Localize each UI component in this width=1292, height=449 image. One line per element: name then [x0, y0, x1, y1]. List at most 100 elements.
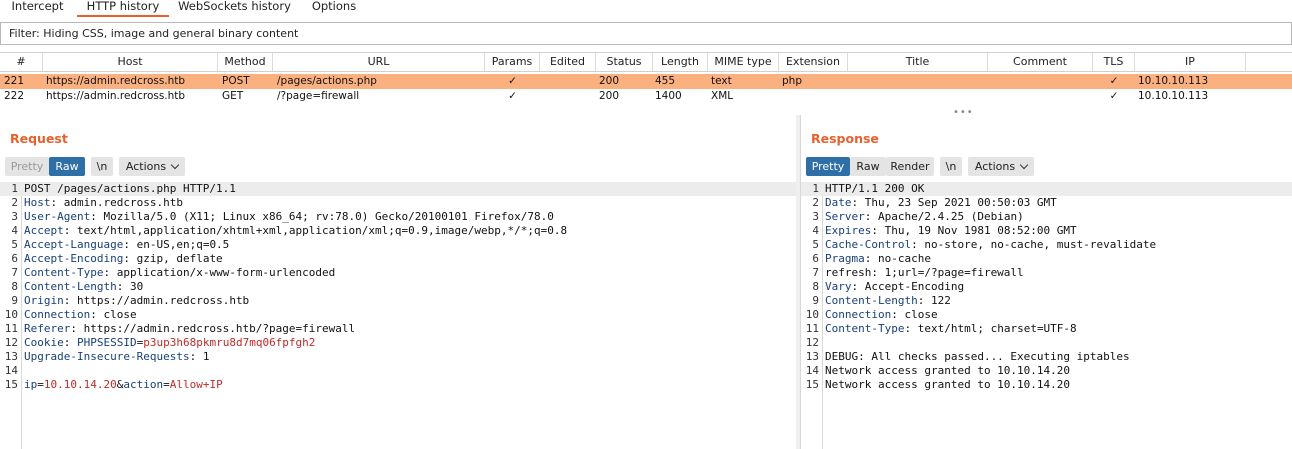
header-value: close	[96, 308, 137, 321]
header-key: Date	[825, 196, 852, 209]
column-header-extension[interactable]: Extension	[779, 53, 848, 71]
column-header-tls[interactable]: TLS	[1093, 53, 1135, 71]
column-header-mime-type[interactable]: MIME type	[708, 53, 779, 71]
cookie-value: p3up3h68pkmru8d7mq06fpfgh2	[143, 336, 316, 349]
body-param-value: 10.10.14.20	[43, 378, 117, 391]
line-number: 2	[812, 196, 819, 209]
line-text: Network access granted to 10.10.14.20	[825, 364, 1071, 377]
request-newline-button[interactable]: \n	[91, 157, 113, 176]
cell-tls: ✓	[1109, 75, 1119, 87]
header-key: Accept	[24, 224, 64, 237]
header-value: 30	[123, 280, 144, 293]
code-text: Host: admin.redcross.htb	[24, 196, 183, 210]
column-header-host[interactable]: Host	[43, 53, 218, 71]
panel-splitter[interactable]	[796, 115, 800, 449]
line-number: 13	[805, 350, 819, 363]
header-value: admin.redcross.htb	[57, 196, 183, 209]
history-table: # Host Method URL Params Edited Status L…	[0, 52, 1292, 104]
response-raw-button[interactable]: Raw	[850, 157, 886, 176]
header-colon: :	[123, 238, 130, 251]
cookie-equals: =	[136, 336, 144, 349]
response-pretty-button[interactable]: Pretty	[806, 157, 850, 176]
line-number: 15	[805, 378, 819, 391]
header-key: Expires	[825, 224, 872, 237]
tab-intercept[interactable]: Intercept	[11, 0, 64, 13]
header-value: 1	[196, 350, 210, 363]
header-colon: :	[90, 308, 97, 321]
code-text: Content-Type: application/x-www-form-url…	[24, 266, 335, 280]
body-equals: =	[163, 378, 170, 391]
line-number: 2	[11, 196, 18, 209]
header-space	[70, 336, 77, 349]
column-header-ip[interactable]: IP	[1135, 53, 1246, 71]
column-header-params[interactable]: Params	[485, 53, 540, 71]
header-colon: :	[63, 224, 71, 237]
filter-bar[interactable]: Filter: Hiding CSS, image and general bi…	[0, 22, 1292, 45]
cell-host: https://admin.redcross.htb	[46, 75, 186, 87]
header-key: Vary	[825, 280, 852, 293]
tab-options[interactable]: Options	[311, 0, 357, 13]
column-header-status[interactable]: Status	[596, 53, 653, 71]
header-key: Connection	[24, 308, 91, 321]
tab-http-history[interactable]: HTTP history	[77, 0, 169, 17]
column-header-edited[interactable]: Edited	[540, 53, 596, 71]
header-colon: :	[851, 280, 859, 293]
cell-length: 455	[655, 75, 676, 87]
header-colon: :	[871, 224, 878, 237]
column-header-length[interactable]: Length	[653, 53, 708, 71]
line-text: refresh: 1;url=/?page=firewall	[825, 266, 1024, 279]
code-text: Vary: Accept-Encoding	[825, 280, 964, 294]
line-number: 3	[812, 210, 819, 223]
column-header-num[interactable]: #	[0, 53, 43, 71]
cell-ip: 10.10.10.113	[1138, 75, 1209, 87]
line-number: 1	[11, 182, 18, 195]
line-number: 10	[805, 308, 819, 321]
table-row[interactable]: 222 https://admin.redcross.htb GET /?pag…	[0, 89, 1292, 104]
code-line: 14	[0, 364, 796, 378]
column-header-url[interactable]: URL	[273, 53, 485, 71]
body-equals: =	[37, 378, 44, 391]
line-number: 9	[11, 294, 18, 307]
splitter-handle[interactable]: •••	[953, 107, 974, 118]
line-number: 12	[805, 336, 819, 349]
request-pretty-button[interactable]: Pretty	[5, 157, 49, 176]
header-colon: :	[891, 308, 898, 321]
header-key: Cookie	[24, 336, 64, 349]
header-key: Host	[24, 196, 51, 209]
column-header-method[interactable]: Method	[218, 53, 273, 71]
cell-url: /?page=firewall	[277, 90, 360, 102]
response-render-button[interactable]: Render	[886, 157, 934, 176]
code-text: Network access granted to 10.10.14.20	[825, 364, 1070, 378]
line-number: 3	[11, 210, 18, 223]
response-actions-button[interactable]: Actions	[968, 157, 1034, 176]
header-value: text/html; charset=UTF-8	[911, 322, 1077, 335]
response-newline-button[interactable]: \n	[940, 157, 962, 176]
header-colon: :	[864, 252, 872, 265]
request-raw-button[interactable]: Raw	[49, 157, 85, 176]
column-header-title[interactable]: Title	[848, 53, 988, 71]
header-value: Thu, 19 Nov 1981 08:52:00 GMT	[877, 224, 1077, 237]
code-text: Referer: https://admin.redcross.htb/?pag…	[24, 322, 355, 336]
cell-mime: text	[711, 75, 732, 87]
tab-websockets-history[interactable]: WebSockets history	[178, 0, 291, 13]
header-value: 122	[924, 294, 951, 307]
column-header-comment[interactable]: Comment	[988, 53, 1093, 71]
code-text: ip=10.10.14.20&action=Allow+IP	[24, 378, 223, 392]
request-actions-button[interactable]: Actions	[119, 157, 185, 176]
header-key: Content-Length	[24, 280, 117, 293]
body-param-key: action	[123, 378, 164, 391]
line-number-gutter	[801, 182, 823, 449]
table-row[interactable]: 221 https://admin.redcross.htb POST /pag…	[0, 74, 1292, 89]
line-number: 9	[812, 294, 819, 307]
code-text: HTTP/1.1 200 OK	[825, 182, 924, 196]
